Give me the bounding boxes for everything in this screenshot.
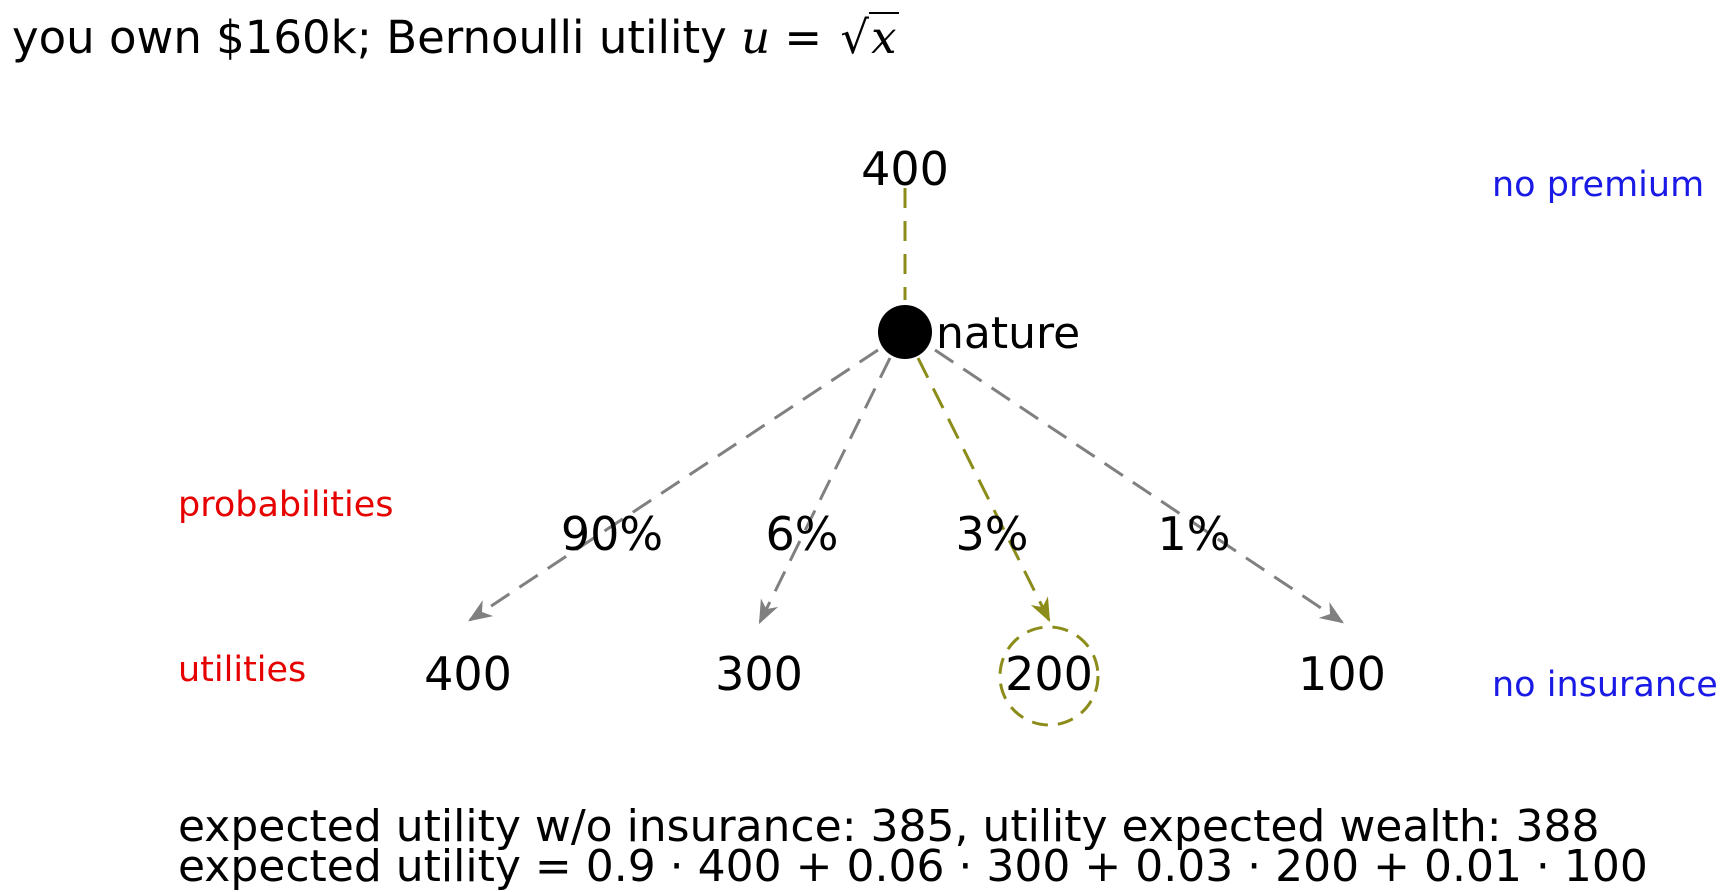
probability-4: 1% — [1158, 507, 1231, 561]
probability-1: 90% — [561, 507, 663, 561]
highlight-circle — [998, 625, 1100, 727]
probability-2: 6% — [766, 507, 839, 561]
top-value: 400 — [861, 142, 949, 196]
sqrt-argument: x — [869, 11, 899, 64]
utility-symbol: u — [741, 11, 771, 64]
utility-2: 300 — [715, 647, 803, 701]
probability-3: 3% — [956, 507, 1029, 561]
nature-node — [878, 305, 932, 359]
branch-line-1 — [467, 348, 879, 622]
utilities-label: utilities — [178, 650, 307, 690]
utility-1: 400 — [424, 647, 512, 701]
no-premium-label: no premium — [1492, 165, 1705, 205]
expected-utility-summary: expected utility w/o insurance: 385, uti… — [178, 801, 1600, 852]
probabilities-label: probabilities — [178, 485, 394, 525]
branch-line-2 — [758, 357, 892, 625]
expected-utility-formula: expected utility = 0.9 · 400 + 0.06 · 30… — [178, 841, 1648, 892]
equals-sign: = — [770, 11, 837, 64]
utility-4: 100 — [1298, 647, 1386, 701]
title-prefix: you own $160k; Bernoulli utility — [12, 11, 742, 64]
utility-3: 200 — [1005, 647, 1093, 701]
sqrt-icon: √ — [840, 11, 870, 64]
no-insurance-label: no insurance — [1492, 665, 1718, 705]
nature-label: nature — [936, 308, 1080, 359]
page-title: you own $160k; Bernoulli utility u = √x — [12, 12, 899, 61]
branch-line-4 — [934, 348, 1344, 624]
sqrt-expression: √x — [836, 11, 899, 64]
branch-line-3 — [916, 357, 1051, 623]
